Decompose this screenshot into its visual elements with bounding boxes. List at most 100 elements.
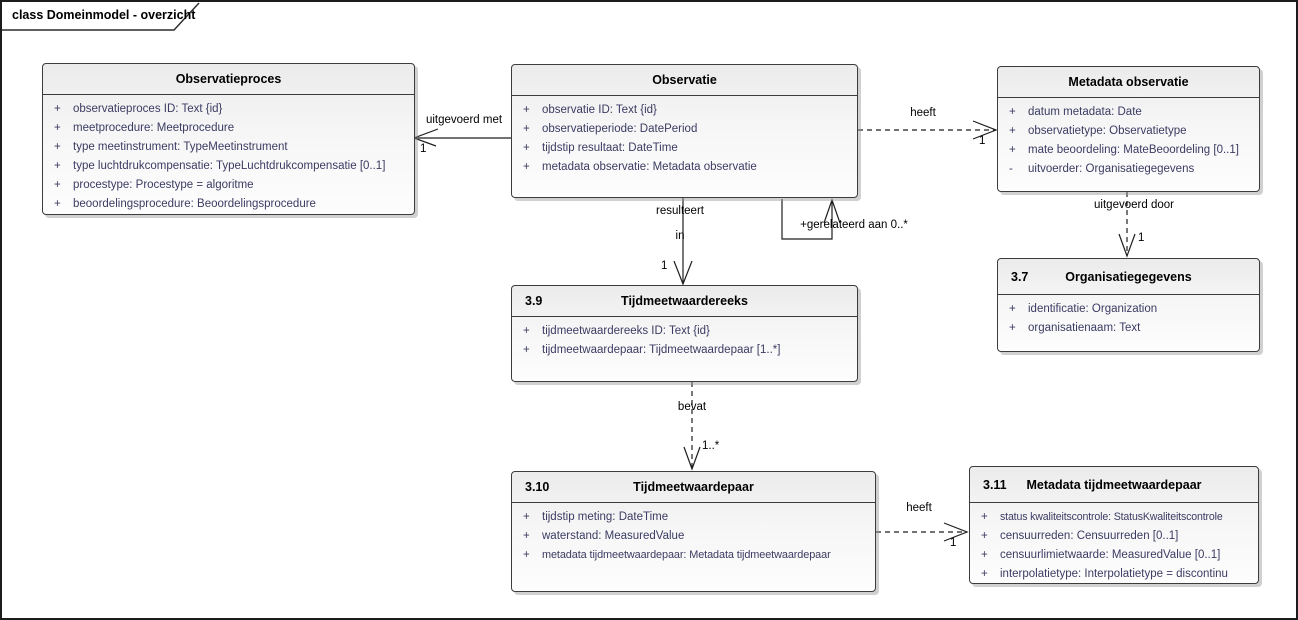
attribute-text: organisatienaam: Text	[1028, 322, 1141, 334]
attribute-text: type luchtdrukcompensatie: TypeLuchtdruk…	[73, 160, 386, 172]
attribute-text: metadata observatie: Metadata observatie	[542, 161, 757, 173]
attribute-row: + status kwaliteitscontrole: StatusKwalit…	[970, 508, 1258, 527]
assoc-resulteert-arrowhead	[673, 260, 693, 286]
dep-bevat-arrowhead	[683, 446, 701, 471]
class-box-observatieproces[interactable]: Observatieproces + observatieproces ID: T…	[42, 63, 415, 215]
class-header: 3.9 Tijdmeetwaardereeks	[512, 286, 857, 317]
attribute-text: status kwaliteitscontrole: StatusKwalite…	[1000, 511, 1223, 523]
attribute-text: tijdstip meting: DateTime	[542, 511, 669, 523]
class-title-text: Metadata observatie	[1068, 75, 1189, 89]
class-header: Observatie	[512, 65, 857, 96]
assoc-gerelateerd-line[interactable]	[781, 199, 833, 240]
attribute-text: beoordelingsprocedure: Beoordelingsproce…	[73, 198, 316, 210]
multiplicity-uitgevoerd-met: 1	[420, 143, 427, 155]
attribute-row: + type luchtdrukcompensatie: TypeLuchtdru…	[43, 157, 414, 176]
visibility-sign: +	[1009, 322, 1016, 334]
attribute-row: + censuurlimietwaarde: MeasuredValue [0..…	[970, 546, 1258, 565]
attribute-row: + observatieproces ID: Text {id}	[43, 100, 414, 119]
class-number: 3.11	[983, 477, 1007, 492]
frame-tab-outline	[2, 2, 200, 31]
attribute-text: waterstand: MeasuredValue	[542, 530, 685, 542]
attribute-row: + datum metadata: Date	[998, 103, 1259, 122]
class-box-organisatiegegevens[interactable]: 3.7 Organisatiegegevens +identificatie: …	[997, 258, 1260, 352]
visibility-sign: +	[523, 142, 530, 154]
class-header: Observatieproces	[43, 64, 414, 95]
connector-label-heeft-paar: heeft	[906, 502, 932, 514]
class-number: 3.9	[525, 294, 543, 308]
attribute-row: +procestype: Procestype = algoritme	[43, 176, 414, 195]
attribute-row: -uitvoerder: Organisatiegegevens	[998, 160, 1259, 179]
attribute-list: + datum metadata: Date +observatietype: O…	[998, 98, 1259, 179]
attribute-row: +metadata tijdmeetwaardepaar: Metadata t…	[512, 546, 875, 565]
attribute-row: +tijdstip meting: DateTime	[512, 508, 875, 527]
visibility-sign: +	[523, 123, 530, 135]
visibility-sign: +	[54, 198, 61, 210]
attribute-text: interpolatietype: Interpolatietype = dis…	[1000, 568, 1228, 580]
attribute-row: + waterstand: MeasuredValue	[512, 527, 875, 546]
attribute-list: +observatieproces ID: Text {id} +meetpro…	[43, 95, 414, 214]
attribute-text: observatietype: Observatietype	[1028, 125, 1187, 137]
attribute-text: tijdmeetwaardereeks ID: Text {id}	[542, 325, 710, 337]
attribute-text: tijdmeetwaardepaar: Tijdmeetwaardepaar […	[542, 344, 781, 356]
attribute-row: +metadata observatie: Metadata observati…	[512, 158, 857, 177]
visibility-sign: +	[981, 511, 988, 523]
visibility-sign: +	[981, 549, 988, 561]
class-title-text: Organisatiegegevens	[1065, 269, 1192, 284]
attribute-list: +identificatie: Organization + organisati…	[998, 295, 1259, 338]
attribute-row: + beoordelingsprocedure: Beoordelingsproc…	[43, 195, 414, 214]
attribute-row: +identificatie: Organization	[998, 300, 1259, 319]
class-title-text: Observatie	[652, 73, 717, 87]
class-box-metadata-tijdmeetwaardepaar[interactable]: 3.11 Metadata tijdmeetwaardepaar + status…	[969, 466, 1259, 584]
visibility-sign: +	[981, 530, 988, 542]
visibility-sign: +	[54, 179, 61, 191]
class-box-observatie[interactable]: Observatie + observatie ID: Text {id} + ob…	[511, 64, 858, 198]
attribute-row: + observatieperiode: DatePeriod	[512, 120, 857, 139]
attribute-text: censuurreden: Censuurreden [0..1]	[1000, 530, 1179, 542]
attribute-row: +meetprocedure: Meetprocedure	[43, 119, 414, 138]
attribute-text: censuurlimietwaarde: MeasuredValue [0..1…	[1000, 549, 1221, 561]
attribute-list: +tijdmeetwaardereeks ID: Text {id} +tijd…	[512, 317, 857, 360]
class-box-metadata-observatie[interactable]: Metadata observatie + datum metadata: Dat…	[997, 66, 1260, 192]
class-header: 3.7 Organisatiegegevens	[998, 259, 1259, 295]
visibility-sign: +	[54, 103, 61, 115]
visibility-sign: +	[54, 160, 61, 172]
attribute-list: + observatie ID: Text {id} + observatieper…	[512, 96, 857, 177]
attribute-row: +observatietype: Observatietype	[998, 122, 1259, 141]
class-number: 3.7	[1011, 269, 1029, 284]
dep-heeft-paar-arrowhead	[943, 522, 969, 542]
attribute-text: observatieperiode: DatePeriod	[542, 123, 698, 135]
attribute-row: +interpolatietype: Interpolatietype = di…	[970, 565, 1258, 583]
attribute-text: tijdstip resultaat: DateTime	[542, 142, 678, 154]
visibility-sign: +	[523, 530, 530, 542]
attribute-text: datum metadata: Date	[1028, 106, 1142, 118]
visibility-sign: -	[1009, 163, 1013, 175]
class-box-tijdmeetwaardepaar[interactable]: 3.10 Tijdmeetwaardepaar +tijdstip meting…	[511, 471, 876, 592]
attribute-text: observatie ID: Text {id}	[542, 104, 657, 116]
class-title-text: Metadata tijdmeetwaardepaar	[1026, 477, 1202, 492]
visibility-sign: +	[54, 141, 61, 153]
dep-heeft-metadata-arrowhead	[972, 120, 998, 140]
class-header: Metadata observatie	[998, 67, 1259, 98]
connector-label-uitgevoerd-door: uitgevoerd door	[1094, 199, 1174, 211]
attribute-text: observatieproces ID: Text {id}	[73, 103, 223, 115]
attribute-row: +tijdmeetwaardepaar: Tijdmeetwaardepaar …	[512, 341, 857, 360]
class-box-tijdmeetwaardereeks[interactable]: 3.9 Tijdmeetwaardereeks +tijdmeetwaarder…	[511, 285, 858, 382]
dep-uitgevoerd-door-arrowhead	[1118, 233, 1136, 258]
attribute-row: +mate beoordeling: MateBeoordeling [0..1…	[998, 141, 1259, 160]
frame-title: class Domeinmodel - overzicht	[12, 8, 196, 22]
attribute-row: +tijdmeetwaardereeks ID: Text {id}	[512, 322, 857, 341]
class-header: 3.10 Tijdmeetwaardepaar	[512, 472, 875, 503]
attribute-text: type meetinstrument: TypeMeetinstrument	[73, 141, 288, 153]
class-header: 3.11 Metadata tijdmeetwaardepaar	[970, 467, 1258, 503]
visibility-sign: +	[1009, 106, 1016, 118]
connector-label-bevat: bevat	[677, 401, 707, 413]
class-number: 3.10	[525, 480, 550, 494]
multiplicity-heeft-paar: 1	[950, 537, 957, 549]
attribute-list: + status kwaliteitscontrole: StatusKwalit…	[970, 503, 1258, 583]
visibility-sign: +	[523, 549, 530, 561]
visibility-sign: +	[523, 104, 530, 116]
attribute-text: meetprocedure: Meetprocedure	[73, 122, 235, 134]
attribute-text: identificatie: Organization	[1028, 303, 1158, 315]
